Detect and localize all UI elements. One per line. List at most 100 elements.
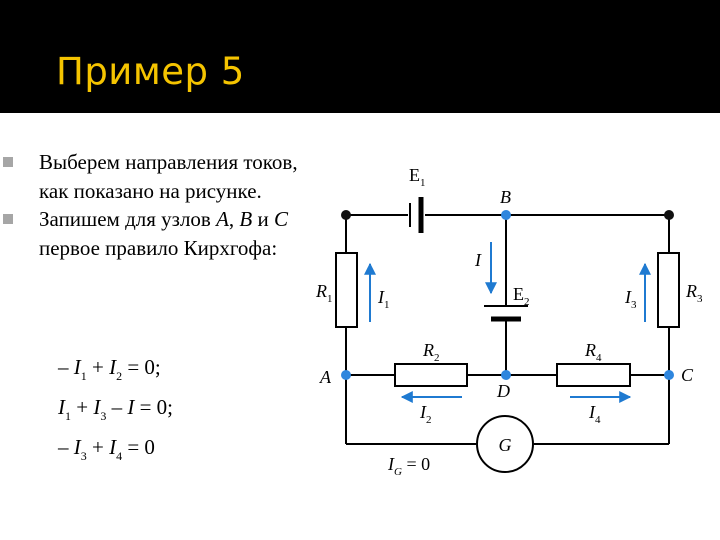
label-current-i2: I2 [419,402,432,426]
eq-op: + [86,355,110,379]
label-node-a: A [319,367,332,387]
eq-op: – [58,355,74,379]
equation-node-b: I1 + I3 – I = 0; [58,392,173,432]
label-r1: R1 [315,281,333,305]
label-i1-sub: 1 [384,299,390,311]
label-r2: R2 [422,340,440,364]
node-a-dot [341,370,351,380]
bullet-list: Выберем направления токов, как показано … [0,148,320,262]
label-ig-main: I [387,454,395,474]
title-bar: Пример 5 [0,0,720,113]
eq-sub: 2 [116,369,123,383]
eq-sub: 3 [80,449,87,463]
galvanometer-label: G [499,435,512,455]
slide-title: Пример 5 [56,50,245,93]
battery-e1 [409,197,424,233]
label-i4-sub: 4 [595,414,601,426]
bullet-item: Выберем направления токов, как показано … [0,148,320,205]
eq-var: I [58,395,65,419]
label-ig-rest: = 0 [402,454,430,474]
eq-sub: 1 [80,369,87,383]
label-e2-sub: 2 [524,296,530,308]
eq-op: + [86,435,110,459]
label-r2-sub: 2 [434,352,440,364]
label-i4-main: I [588,402,596,422]
label-r4: R4 [584,340,602,364]
label-e2: E2 [513,284,530,308]
battery-e2 [484,305,528,322]
node-name-c: C [274,207,289,231]
label-current-i: I [474,250,482,270]
label-r4-sub: 4 [596,352,602,364]
label-r3: R3 [685,281,703,305]
node-name-b: B [239,207,253,231]
label-r1-sub: 1 [327,293,333,305]
label-r1-main: R [315,281,327,301]
label-ig-sub: G [394,466,402,478]
bullet-text-part: , [228,207,240,231]
eq-op: – [106,395,128,419]
eq-op: = 0 [122,435,155,459]
label-e1-main: E [409,165,420,185]
label-r2-main: R [422,340,434,360]
label-i1-main: I [377,287,385,307]
eq-var: I [73,435,81,459]
label-current-i1: I1 [377,287,390,311]
label-current-ig: IG = 0 [387,454,430,478]
label-node-c: C [681,365,694,385]
equation-node-a: – I1 + I2 = 0; [58,352,173,392]
resistor-r3 [657,252,680,328]
label-node-d: D [496,381,510,401]
eq-op: = 0; [122,355,161,379]
node-c-dot [664,370,674,380]
label-i3-main: I [624,287,632,307]
label-i2-main: I [419,402,427,422]
label-i2-sub: 2 [426,414,432,426]
bullet-text-part: и [252,207,274,231]
circuit-wires [345,214,670,445]
bullet-text: Выберем направления токов, как показано … [39,150,298,203]
eq-sub: 3 [100,409,107,423]
circuit-diagram: G E1 E2 R1 R3 R2 R4 I I1 I3 I2 I4 IG = 0… [315,165,703,478]
current-arrows [364,242,651,403]
label-i3-sub: 3 [631,299,637,311]
kirchhoff-equations: – I1 + I2 = 0; I1 + I3 – I = 0; – I3 + I… [58,352,173,472]
eq-sub: 4 [116,449,123,463]
circuit-labels: E1 E2 R1 R3 R2 R4 I I1 I3 I2 I4 IG = 0 B… [315,165,703,478]
eq-sub: 1 [65,409,71,423]
label-e1-sub: 1 [420,177,426,189]
eq-op: – [58,435,74,459]
label-current-i4: I4 [588,402,601,426]
eq-var: I [109,435,117,459]
bullet-item: Запишем для узлов A, B и C первое правил… [0,205,320,262]
galvanometer-circle [476,415,534,473]
node-name-a: A [216,207,229,231]
bullet-text-part: Запишем для узлов [39,207,217,231]
eq-var: I [93,395,101,419]
junction-top-left [341,210,351,220]
equation-node-c: – I3 + I4 = 0 [58,432,173,472]
node-d-dot [501,370,511,380]
label-i-main: I [474,250,482,270]
resistor-r1 [335,252,358,328]
label-node-b: B [500,187,511,207]
label-r3-main: R [685,281,697,301]
label-e2-main: E [513,284,524,304]
junctions [341,210,674,380]
square-bullet-icon [3,157,13,167]
label-current-i3: I3 [624,287,637,311]
bullet-text-part: первое правило Кирхгофа: [39,235,278,260]
eq-op: = 0; [134,395,174,419]
eq-var: I [73,355,81,379]
label-r4-main: R [584,340,596,360]
label-e1: E1 [409,165,426,189]
eq-var: I [127,395,135,419]
label-r3-sub: 3 [697,293,703,305]
resistors [335,252,680,387]
node-b-dot [501,210,511,220]
eq-var: I [109,355,117,379]
eq-op: + [71,395,94,419]
square-bullet-icon [3,214,13,224]
resistor-r4 [556,363,631,387]
junction-top-right [664,210,674,220]
